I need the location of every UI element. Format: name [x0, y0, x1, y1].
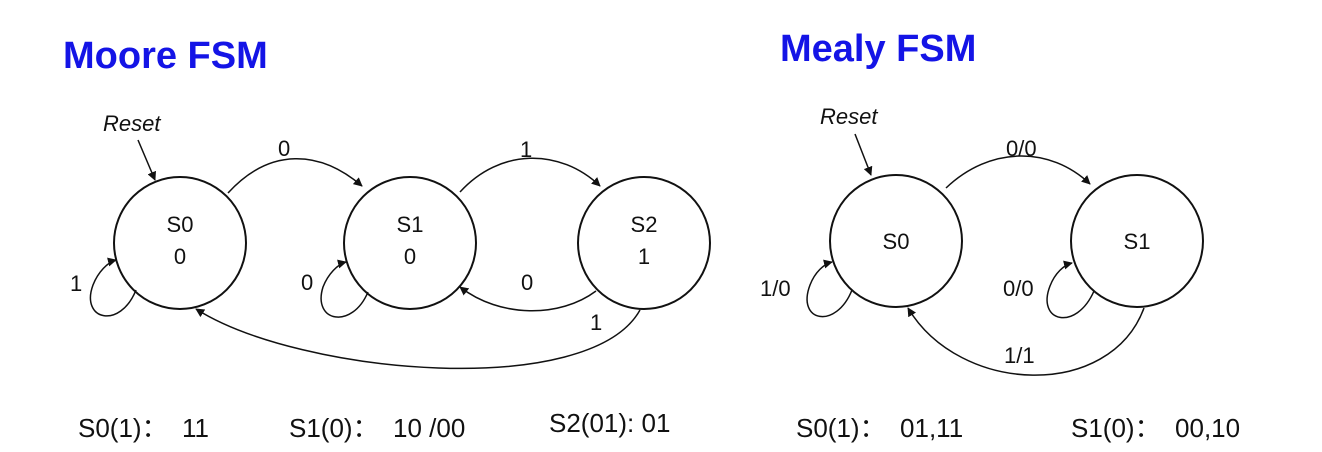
moore-s2-output: 1 [638, 244, 650, 269]
moore-edge-s0-s1-label: 0 [278, 136, 290, 161]
moore-title: Moore FSM [63, 35, 268, 77]
moore-state-s0 [113, 176, 247, 310]
moore-s0-name: S0 [167, 212, 194, 237]
moore-self-loop-s1-label: 0 [301, 270, 313, 295]
moore-s2-name: S2 [631, 212, 658, 237]
mealy-s1-name: S1 [1124, 229, 1151, 254]
moore-footer-s1: S1(0)： 10 /00 [289, 413, 466, 443]
mealy-edge-s1-s0 [907, 307, 1145, 376]
moore-state-s1 [343, 176, 477, 310]
mealy-s0-name: S0 [883, 229, 910, 254]
mealy-self-loop-s0 [806, 259, 853, 318]
moore-s1-name: S1 [397, 212, 424, 237]
mealy-state-s1 [1070, 174, 1204, 308]
moore-edge-s2-s1 [459, 286, 597, 312]
moore-s0-output: 0 [174, 244, 186, 269]
moore-reset-label: Reset [103, 111, 161, 136]
mealy-edge-s0-s1-label: 0/0 [1006, 136, 1037, 161]
mealy-diagram: S0 S1 Reset 0/0 1/1 1/0 0/0 [760, 104, 1204, 376]
mealy-title: Mealy FSM [780, 28, 977, 70]
mealy-edge-s1-s0-label: 1/1 [1004, 343, 1035, 368]
moore-state-s2 [577, 176, 711, 310]
mealy-reset-label: Reset [820, 104, 878, 129]
moore-diagram: S0 0 S1 0 S2 1 Reset 0 1 0 1 1 0 [70, 111, 711, 370]
moore-footer-s0: S0(1)： 11 [78, 413, 210, 443]
moore-edge-s2-s0-label: 1 [590, 310, 602, 335]
moore-self-loop-s0-label: 1 [70, 271, 82, 296]
moore-footer-s2: S2(01): 01 [549, 408, 671, 438]
moore-edge-s2-s1-label: 0 [521, 270, 533, 295]
moore-edge-s1-s2-label: 1 [520, 137, 532, 162]
mealy-reset-arrow [854, 133, 873, 176]
moore-edge-s1-s2 [459, 157, 601, 193]
mealy-self-loop-s1 [1046, 260, 1095, 319]
moore-reset-arrow [137, 139, 156, 181]
mealy-state-s0 [829, 174, 963, 308]
mealy-self-loop-s1-label: 0/0 [1003, 276, 1034, 301]
moore-edge-s2-s0 [195, 308, 641, 370]
mealy-footer-s0: S0(1)： 01,11 [796, 413, 964, 443]
moore-s1-output: 0 [404, 244, 416, 269]
moore-self-loop-s0 [89, 257, 137, 317]
mealy-footer-s1: S1(0)： 00,10 [1071, 413, 1241, 443]
mealy-self-loop-s0-label: 1/0 [760, 276, 791, 301]
moore-self-loop-s1 [320, 259, 369, 318]
mealy-edge-s0-s1 [945, 155, 1091, 189]
moore-edge-s0-s1 [227, 158, 363, 194]
